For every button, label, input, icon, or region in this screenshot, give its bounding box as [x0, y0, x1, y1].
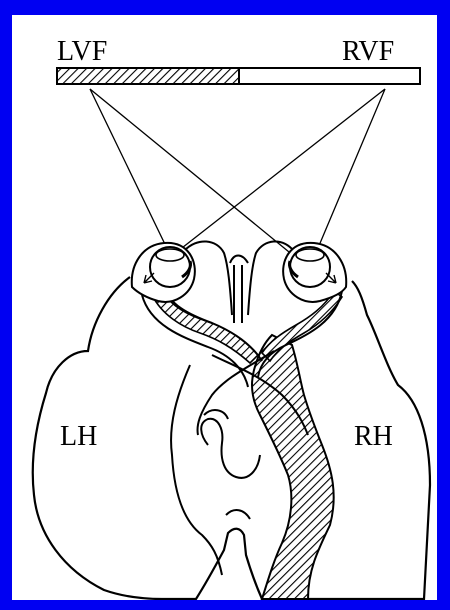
left-visual-field-bar [57, 68, 239, 84]
projection-lines [90, 89, 385, 267]
ray-rvf-to-left-eye [164, 89, 385, 262]
label-lvf: LVF [57, 36, 107, 67]
ray-rvf-to-right-eye [310, 89, 385, 267]
visual-pathway-diagram: LVF RVF [12, 15, 437, 600]
right-eye [283, 243, 346, 302]
label-rh: RH [354, 421, 393, 452]
diagram-panel: LVF RVF [12, 15, 437, 600]
right-visual-field-bar [239, 68, 420, 84]
ray-lvf-to-right-eye [90, 89, 300, 261]
ray-lvf-to-left-eye [90, 89, 175, 265]
label-lh: LH [60, 421, 97, 452]
visual-field-bar [57, 68, 420, 84]
left-eye [132, 243, 195, 302]
fissure-top [230, 256, 248, 264]
label-rvf: RVF [342, 36, 394, 67]
